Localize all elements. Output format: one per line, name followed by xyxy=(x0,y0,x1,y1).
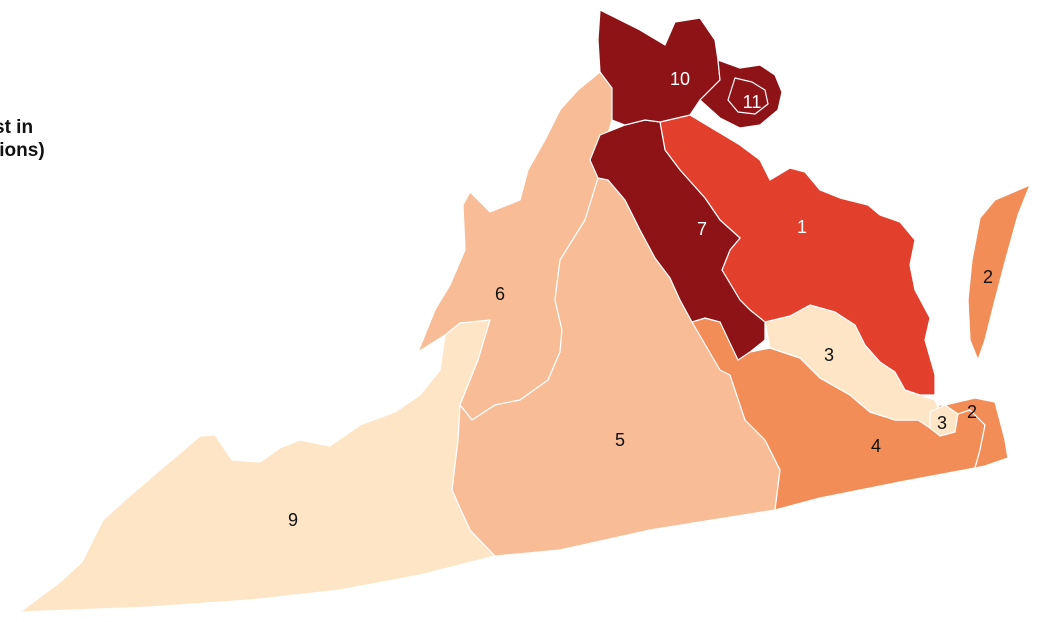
district-10[interactable] xyxy=(597,9,721,126)
district-label-8: 8 xyxy=(787,78,797,98)
district-label-1: 1 xyxy=(797,217,807,237)
district-label-2-south: 2 xyxy=(967,402,977,422)
district-label-2-north: 2 xyxy=(983,267,993,287)
district-label-11: 11 xyxy=(743,92,762,112)
district-11[interactable] xyxy=(727,77,769,115)
legend-title-line-1: st in xyxy=(0,117,34,138)
district-label-3-south: 3 xyxy=(937,413,947,433)
district-label-5: 5 xyxy=(615,430,625,450)
legend-title: st in lions) xyxy=(0,116,45,162)
district-label-9: 9 xyxy=(288,510,298,530)
district-label-7: 7 xyxy=(697,219,707,239)
district-label-4: 4 xyxy=(871,436,881,456)
district-2-north[interactable] xyxy=(967,184,1031,361)
district-9[interactable] xyxy=(19,319,496,613)
district-2-south[interactable] xyxy=(944,397,1009,469)
district-label-3: 3 xyxy=(824,345,834,365)
district-label-6: 6 xyxy=(495,284,505,304)
district-label-10: 10 xyxy=(670,69,690,89)
legend-title-line-2: lions) xyxy=(0,140,45,161)
